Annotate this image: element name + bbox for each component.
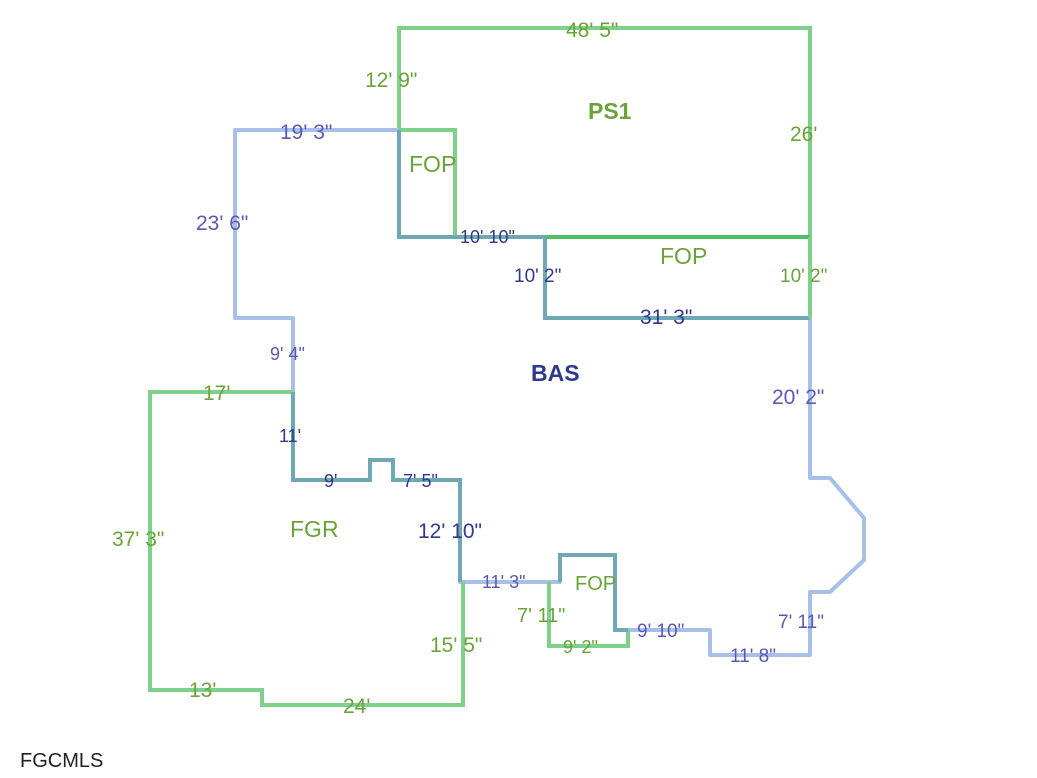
dim-fgr-left: 37' 3" [112, 528, 164, 551]
area-fop-top: FOP [409, 151, 456, 177]
ps1-outline [397, 26, 812, 237]
dim-ps1-top: 48' 5" [566, 19, 618, 42]
dim-ps1-left: 12' 9" [365, 69, 417, 92]
dim-bas-7-11-right: 7' 11" [778, 612, 824, 633]
dim-fop-right-bottom: 31' 3" [640, 306, 692, 329]
dim-bas-7-5: 7' 5" [403, 471, 438, 491]
area-bas: BAS [531, 360, 580, 386]
dim-bas-right: 20' 2" [772, 386, 824, 409]
area-fop-bottom: FOP [575, 573, 616, 595]
dim-bas-9-10: 9' 10" [637, 621, 684, 642]
dim-fgr-inner: 11' [279, 426, 301, 446]
fop-bottom-outline [547, 582, 630, 648]
dim-bas-left-upper: 23' 6" [196, 212, 248, 235]
fop-bottom-shared-edge [558, 553, 628, 632]
dim-fop-right-top: 10' 10" [460, 227, 515, 247]
dim-fop-bottom-left: 7' 11" [517, 605, 565, 627]
dim-bas-top: 19' 3" [280, 121, 332, 144]
dim-fgr-top: 17' [203, 382, 230, 405]
dim-fop-right-left: 10' 2" [514, 266, 561, 287]
area-fop-right: FOP [660, 243, 707, 269]
area-ps1: PS1 [588, 98, 632, 124]
dim-fop-bottom-bottom: 9' 2" [563, 637, 598, 657]
dim-bas-9: 9' [324, 471, 337, 491]
fop-right-shared-edge [543, 237, 810, 320]
dim-bas-12-10: 12' 10" [418, 520, 482, 543]
fgr-shared-edge [291, 392, 462, 582]
fgr-outline [148, 390, 465, 707]
dim-fop-right-right: 10' 2" [780, 266, 827, 287]
mls-credit: FGCMLS [20, 750, 104, 772]
dim-fgr-bottom: 24' [343, 695, 370, 718]
dim-bas-11-3: 11' 3" [482, 572, 526, 592]
dim-fgr-bottom-left: 13' [189, 679, 216, 702]
dim-bas-left-step: 9' 4" [270, 344, 305, 364]
bas-outline [233, 128, 866, 657]
dim-bas-11-8: 11' 8" [730, 646, 776, 667]
fop-top-shared-edge [397, 130, 545, 239]
fop-top-outline [399, 128, 457, 237]
dim-fgr-right: 15' 5" [430, 634, 482, 657]
dim-ps1-right: 26' [790, 123, 817, 146]
area-fgr: FGR [290, 516, 339, 542]
